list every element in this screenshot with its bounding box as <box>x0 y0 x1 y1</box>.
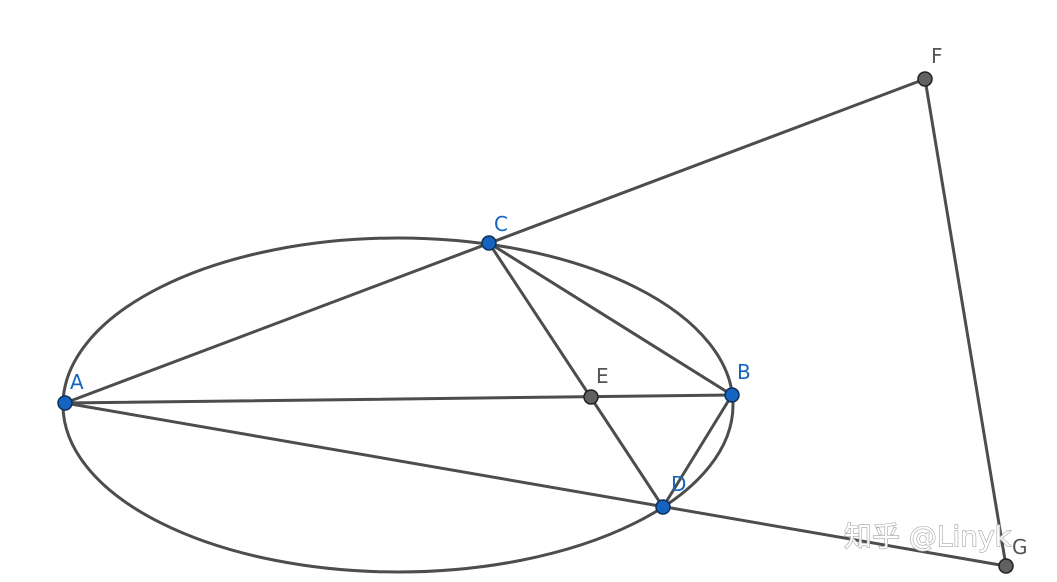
point-a[interactable] <box>57 395 73 411</box>
point-label-a: A <box>70 370 84 394</box>
segment-ag <box>63 401 1008 568</box>
point-e[interactable] <box>583 389 599 405</box>
point-f[interactable] <box>917 71 933 87</box>
segment-cb <box>487 241 734 397</box>
point-g[interactable] <box>998 558 1014 574</box>
point-label-c: C <box>494 212 508 236</box>
segments-group <box>63 77 1008 568</box>
point-b[interactable] <box>724 387 740 403</box>
point-label-b: B <box>737 360 751 384</box>
watermark-text: 知乎 @Linyk <box>844 520 1012 553</box>
point-label-g: G <box>1012 535 1028 559</box>
point-label-d: D <box>671 472 686 496</box>
labels-group: A B C D E F G <box>70 44 1028 559</box>
segment-ab <box>63 393 734 405</box>
point-label-f: F <box>931 44 943 68</box>
points-group <box>57 71 1014 574</box>
point-label-e: E <box>596 364 609 388</box>
point-d[interactable] <box>655 499 671 515</box>
segment-fg <box>923 77 1008 568</box>
segment-bd <box>661 393 734 509</box>
ellipse <box>61 236 735 574</box>
point-c[interactable] <box>481 235 497 251</box>
segment-cd <box>487 241 665 509</box>
